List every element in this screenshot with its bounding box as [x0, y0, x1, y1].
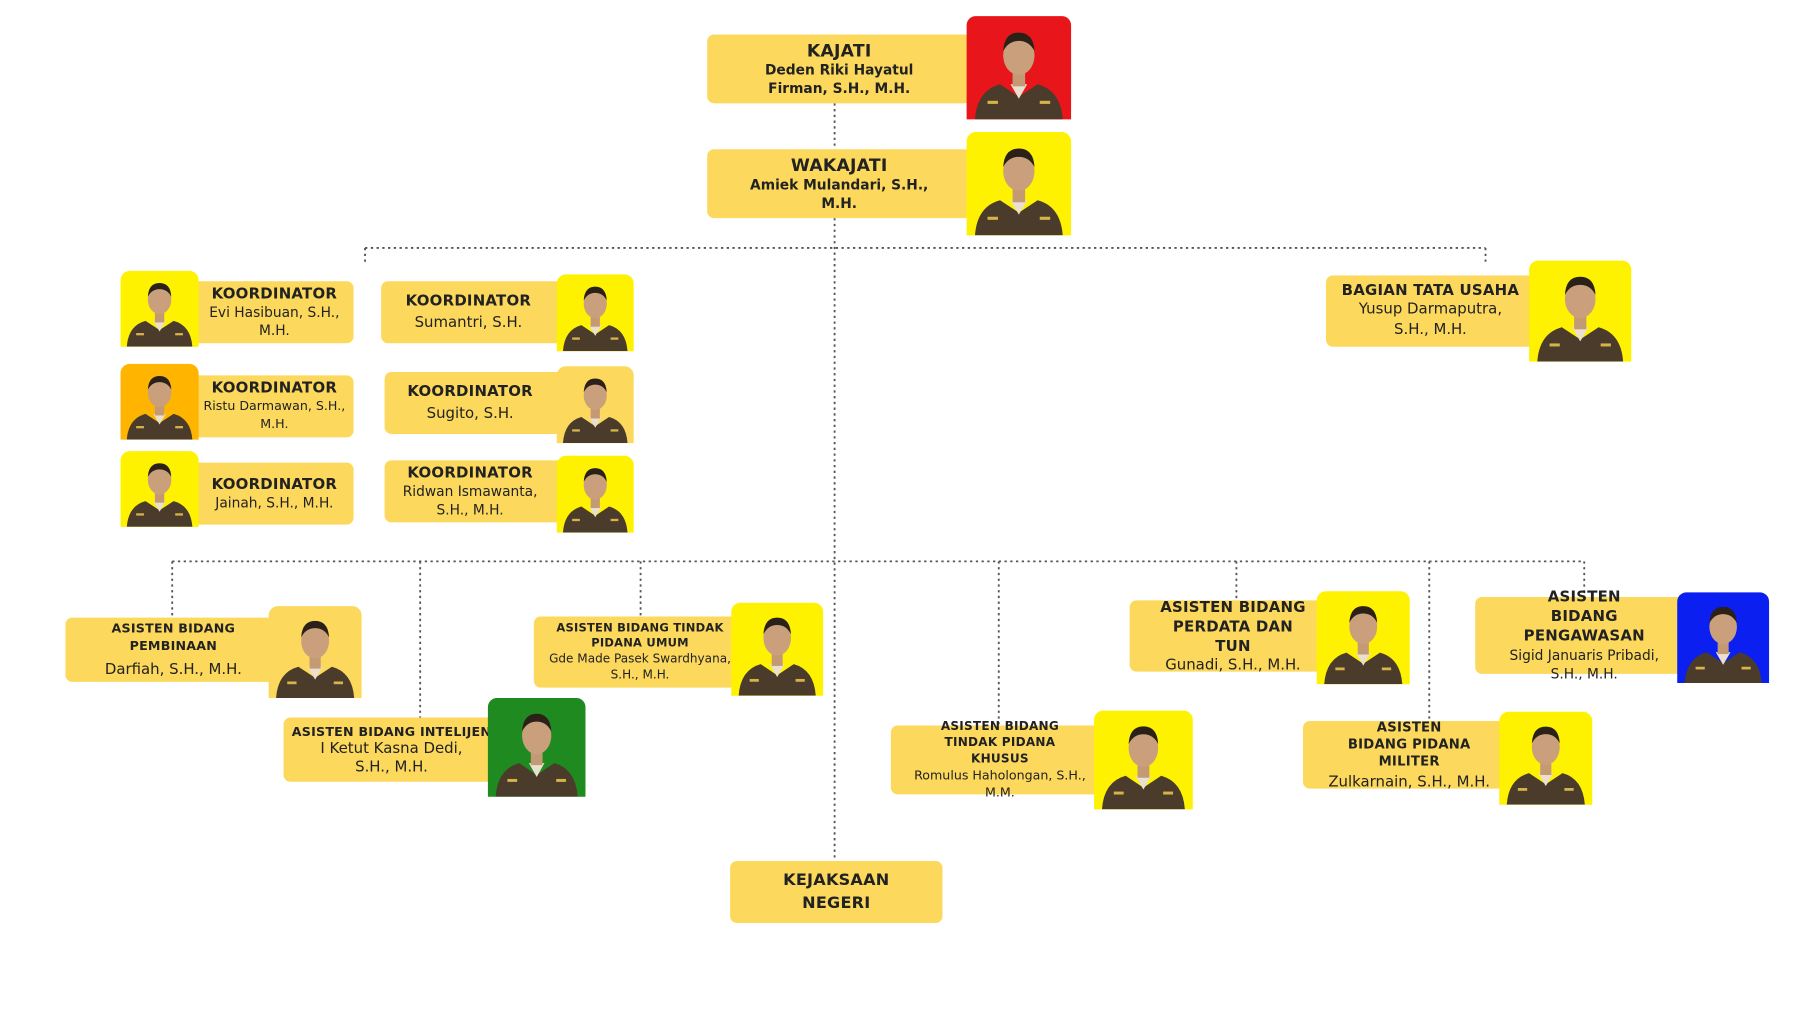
box-asisten-pembinaan: ASISTEN BIDANG PEMBINAAN Darfiah, S.H., … — [65, 617, 282, 682]
person-photo-icon — [126, 283, 193, 347]
photo-asisten-pembinaan — [268, 606, 362, 698]
photo-asisten-intelijen — [487, 697, 586, 797]
photo-koordinator-4 — [556, 274, 634, 352]
title-koordinator-6: KOORDINATOR — [407, 464, 533, 482]
person-photo-icon — [126, 376, 193, 440]
photo-asisten-pidsus — [1094, 710, 1193, 810]
person-photo-icon — [1684, 606, 1762, 684]
photo-kajati — [966, 16, 1072, 120]
person-photo-icon — [974, 148, 1063, 236]
photo-koordinator-2 — [120, 363, 199, 440]
name-asisten-pidum: Gde Made Pasek Swardhyana, S.H., M.H. — [549, 652, 731, 682]
name-koordinator-2: Ristu Darmawan, S.H., M.H. — [203, 397, 346, 432]
title-tata-usaha: BAGIAN TATA USAHA — [1341, 281, 1520, 300]
box-asisten-pidum: ASISTEN BIDANG TINDAK PIDANA UMUM Gde Ma… — [533, 616, 747, 688]
title-asisten-pidmil: ASISTEN BIDANG PIDANA MILITER — [1347, 718, 1471, 769]
name-asisten-pidsus: Romulus Haholongan, S.H., M.M. — [914, 768, 1086, 801]
person-photo-icon — [126, 463, 193, 527]
name-asisten-datun: Gunadi, S.H., M.H. — [1165, 656, 1301, 674]
box-asisten-datun: ASISTEN BIDANG PERDATA DAN TUN Gunadi, S… — [1129, 598, 1337, 674]
person-photo-icon — [1506, 726, 1585, 805]
title-koordinator-3: KOORDINATOR — [211, 475, 338, 494]
name-koordinator-3: Jainah, S.H., M.H. — [215, 494, 334, 511]
box-koordinator-3: KOORDINATOR Jainah, S.H., M.H. — [183, 462, 354, 525]
name-koordinator-4: Sumantri, S.H. — [414, 313, 523, 332]
photo-asisten-pidum — [731, 602, 824, 696]
box-wakajati: WAKAJATI Amiek Mulandari, S.H., M.H. — [707, 149, 972, 219]
box-koordinator-6: KOORDINATOR Ridwan Ismawanta, S.H., M.H. — [384, 460, 565, 523]
box-asisten-pidmil: ASISTEN BIDANG PIDANA MILITER Zulkarnain… — [1302, 718, 1516, 791]
person-photo-icon — [562, 286, 628, 352]
person-photo-icon — [974, 32, 1063, 120]
photo-koordinator-5 — [556, 366, 634, 444]
title-asisten-pidum: ASISTEN BIDANG TINDAK PIDANA UMUM — [556, 622, 724, 650]
person-photo-icon — [1101, 726, 1185, 810]
title-koordinator-1: KOORDINATOR — [211, 285, 338, 303]
person-photo-icon — [1537, 276, 1624, 362]
name-asisten-pembinaan: Darfiah, S.H., M.H. — [104, 661, 242, 679]
photo-koordinator-1 — [120, 270, 199, 347]
photo-asisten-datun — [1316, 591, 1410, 685]
person-photo-icon — [495, 713, 578, 797]
person-photo-icon — [1324, 606, 1403, 685]
name-koordinator-6: Ridwan Ismawanta, S.H., M.H. — [402, 482, 538, 518]
title-koordinator-2: KOORDINATOR — [211, 379, 338, 397]
box-koordinator-2: KOORDINATOR Ristu Darmawan, S.H., M.H. — [183, 375, 354, 438]
photo-koordinator-6 — [556, 455, 634, 533]
title-asisten-pengawasan: ASISTEN BIDANG PENGAWASAN — [1523, 588, 1645, 646]
name-tata-usaha: Yusup Darmaputra, S.H., M.H. — [1358, 300, 1503, 339]
title-koordinator-4: KOORDINATOR — [405, 292, 532, 310]
person-photo-icon — [562, 378, 628, 444]
box-koordinator-5: KOORDINATOR Sugito, S.H. — [384, 371, 565, 434]
name-asisten-pidmil: Zulkarnain, S.H., M.H. — [1328, 773, 1490, 791]
name-kajati: Deden Riki Hayatul Firman, S.H., M.H. — [764, 61, 914, 96]
box-asisten-intelijen: ASISTEN BIDANG INTELIJEN I Ketut Kasna D… — [283, 717, 500, 782]
box-koordinator-1: KOORDINATOR Evi Hasibuan, S.H., M.H. — [183, 281, 354, 344]
title-asisten-pembinaan: ASISTEN BIDANG PEMBINAAN — [111, 621, 236, 654]
box-koordinator-4: KOORDINATOR Sumantri, S.H. — [381, 281, 565, 344]
person-photo-icon — [738, 617, 816, 696]
box-kajati: KAJATI Deden Riki Hayatul Firman, S.H., … — [707, 34, 972, 104]
title-kejari: KEJAKSAAN NEGERI — [783, 871, 890, 913]
box-kejari: KEJAKSAAN NEGERI — [730, 861, 943, 923]
photo-asisten-pengawasan — [1677, 592, 1770, 684]
title-wakajati: WAKAJATI — [790, 154, 888, 176]
name-asisten-intelijen: I Ketut Kasna Dedi, S.H., M.H. — [320, 739, 463, 776]
box-asisten-pengawasan: ASISTEN BIDANG PENGAWASAN Sigid Januaris… — [1475, 589, 1694, 682]
title-koordinator-5: KOORDINATOR — [407, 382, 533, 401]
photo-koordinator-3 — [120, 451, 199, 527]
title-asisten-datun: ASISTEN BIDANG PERDATA DAN TUN — [1160, 598, 1306, 655]
title-asisten-intelijen: ASISTEN BIDANG INTELIJEN — [291, 723, 492, 739]
photo-asisten-pidmil — [1499, 711, 1593, 805]
box-tata-usaha: BAGIAN TATA USAHA Yusup Darmaputra, S.H.… — [1325, 275, 1545, 347]
title-asisten-pidsus: ASISTEN BIDANG TINDAK PIDANA KHUSUS — [940, 719, 1059, 766]
person-photo-icon — [276, 620, 355, 698]
name-wakajati: Amiek Mulandari, S.H., M.H. — [750, 176, 929, 211]
name-asisten-pengawasan: Sigid Januaris Pribadi, S.H., M.H. — [1509, 647, 1659, 682]
photo-wakajati — [966, 132, 1072, 236]
person-photo-icon — [562, 468, 628, 533]
box-asisten-pidsus: ASISTEN BIDANG TINDAK PIDANA KHUSUS Romu… — [890, 720, 1109, 800]
photo-tata-usaha — [1529, 260, 1632, 362]
title-kajati: KAJATI — [806, 39, 872, 61]
name-koordinator-5: Sugito, S.H. — [426, 404, 514, 422]
name-koordinator-1: Evi Hasibuan, S.H., M.H. — [209, 303, 340, 339]
